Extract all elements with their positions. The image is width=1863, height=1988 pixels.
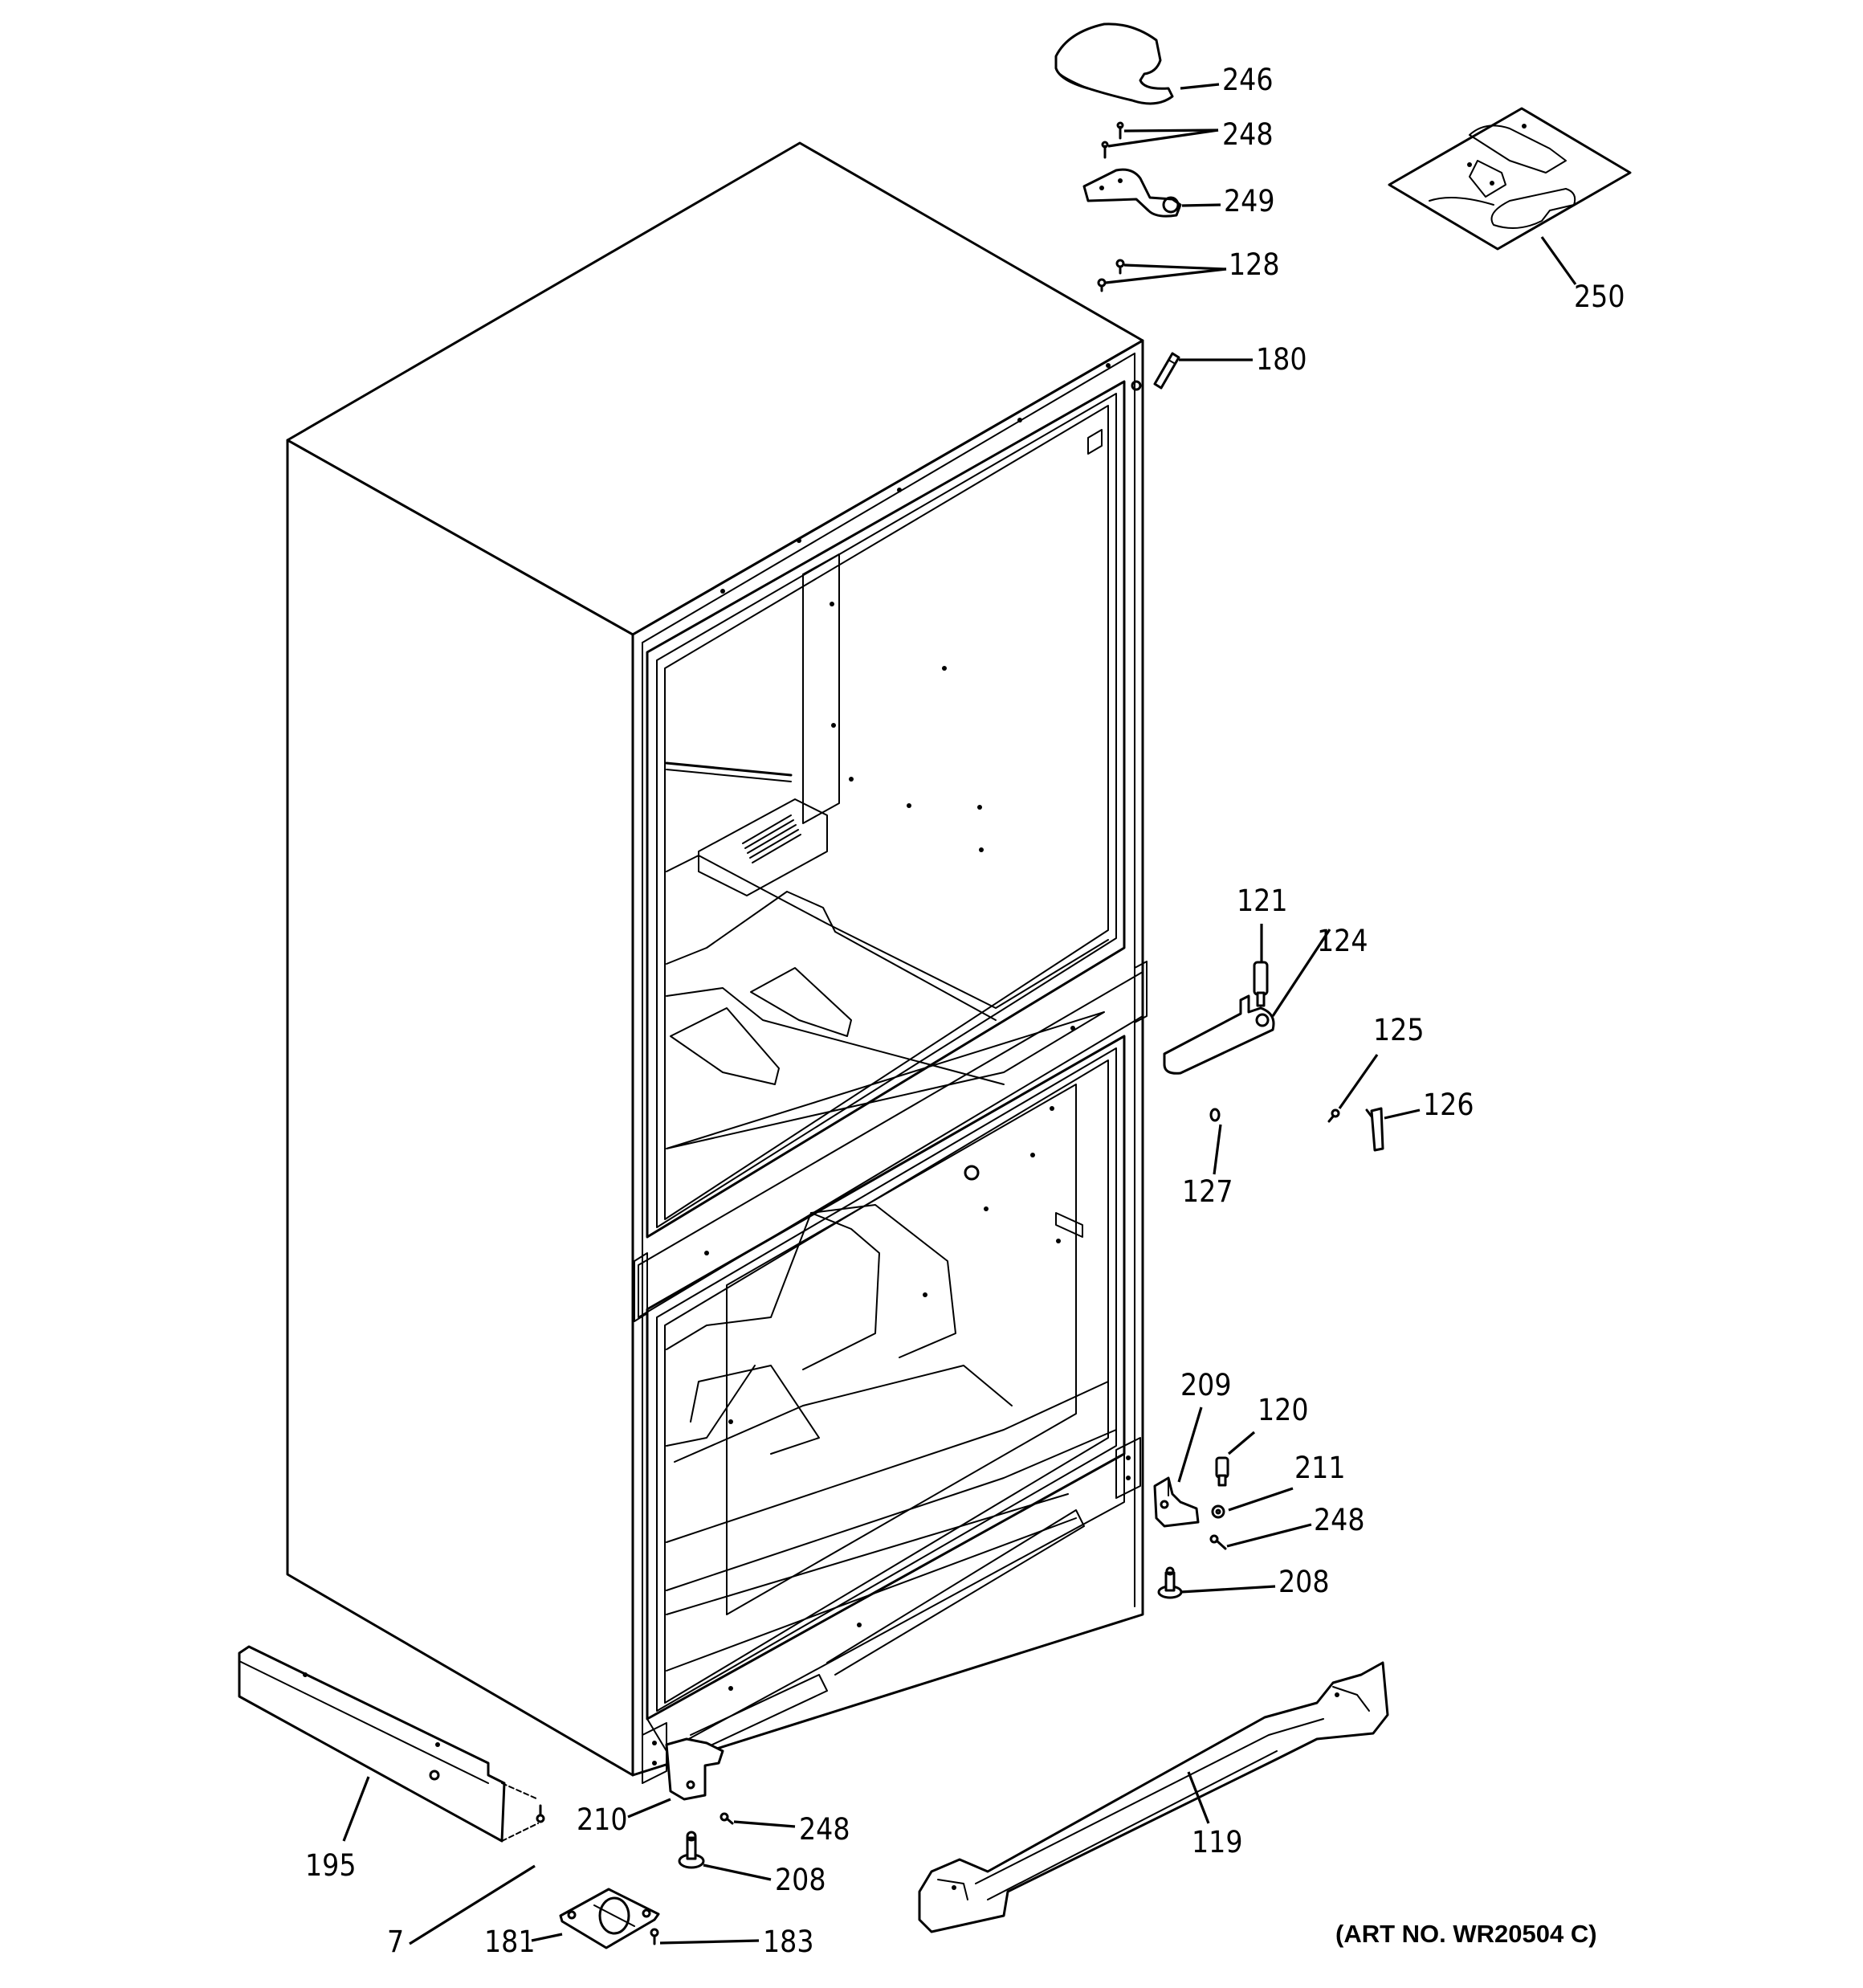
part-211-nut: [1211, 1504, 1225, 1519]
part-248-screws-top: [1101, 121, 1124, 159]
callout-209: 209: [1180, 1368, 1232, 1402]
part-7-screw: [536, 1804, 545, 1823]
callout-248-low: 248: [799, 1812, 850, 1847]
callout-195: 195: [305, 1848, 357, 1883]
part-181-roller-assembly: [559, 1888, 660, 1949]
part-250-hardware-kit-bag: [1388, 107, 1632, 251]
part-121-hinge-pin: [1253, 961, 1269, 1007]
part-119-base-grille: [918, 1661, 1389, 1933]
callout-labels: 246 248 249 128 250 180 121 124 125 126 …: [305, 63, 1625, 1959]
part-128-screws: [1097, 259, 1125, 292]
part-120-hinge-pin: [1215, 1456, 1229, 1487]
part-125-screw: [1327, 1108, 1340, 1123]
callout-208-low: 208: [775, 1863, 826, 1897]
part-246-top-hinge-cover: [1054, 22, 1174, 105]
callout-125: 125: [1373, 1013, 1425, 1047]
refrigerator-cabinet: [286, 141, 1148, 1784]
part-209-hinge-bracket: [1153, 1476, 1200, 1528]
part-195-kick-plate: [238, 1645, 539, 1843]
part-208-leveling-leg-right: [1157, 1566, 1183, 1599]
fresh-food-compartment: [646, 380, 1126, 1239]
art-number: (ART NO. WR20504 C): [1335, 1920, 1597, 1948]
callout-181: 181: [484, 1925, 536, 1959]
callout-210: 210: [577, 1802, 628, 1837]
part-180-hinge-pin: [1153, 352, 1180, 390]
callout-183: 183: [763, 1925, 814, 1959]
callout-124: 124: [1317, 924, 1368, 958]
callout-120: 120: [1258, 1393, 1309, 1427]
part-248-screw-mid: [1209, 1534, 1227, 1550]
callout-119: 119: [1192, 1825, 1243, 1859]
callout-248-mid: 248: [1314, 1503, 1365, 1537]
part-210-bottom-hinge-bracket: [665, 1737, 724, 1801]
part-126-hinge-cover: [1365, 1107, 1384, 1152]
part-248-screw-low: [720, 1812, 734, 1825]
callout-7: 7: [387, 1925, 404, 1959]
callout-leaders: [342, 83, 1577, 1945]
part-124-center-hinge: [1163, 994, 1275, 1075]
callout-248-top: 248: [1222, 117, 1274, 152]
callout-246: 246: [1222, 63, 1274, 97]
callout-128: 128: [1229, 247, 1280, 282]
callout-208-right: 208: [1278, 1565, 1330, 1599]
part-249-top-hinge: [1082, 168, 1182, 218]
part-183-screw: [650, 1928, 659, 1945]
callout-121: 121: [1237, 884, 1288, 918]
callout-126: 126: [1423, 1088, 1474, 1122]
callout-249: 249: [1224, 184, 1275, 218]
callout-180: 180: [1256, 342, 1307, 377]
part-127-bushing: [1209, 1108, 1221, 1122]
callout-127: 127: [1182, 1174, 1233, 1209]
callout-250: 250: [1574, 280, 1625, 314]
part-208-leveling-leg-low: [678, 1831, 705, 1869]
callout-211: 211: [1294, 1451, 1346, 1485]
